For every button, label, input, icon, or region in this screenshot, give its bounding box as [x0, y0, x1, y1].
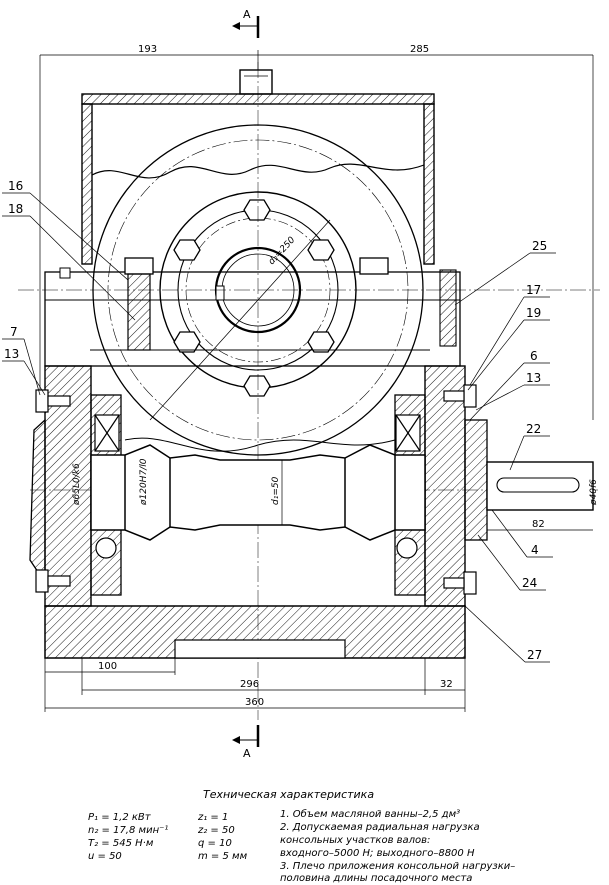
- tech-note-3: консольных участков валов:: [280, 835, 431, 846]
- dim-65: ø65L0/k6: [72, 463, 82, 506]
- worm-shaft: [90, 444, 426, 541]
- pos-7: 7: [10, 325, 18, 339]
- tech-z2: z₂ = 50: [198, 825, 235, 836]
- dim-bottom: [44, 658, 466, 712]
- end-cap-left: [29, 418, 46, 576]
- tech-u: u = 50: [88, 851, 122, 862]
- cover-right-wall: [423, 103, 435, 265]
- tech-note-4: входного–5000 Н; выходного–8800 Н: [280, 848, 475, 859]
- pos-19: 19: [526, 306, 541, 320]
- tech-note-1: 1. Объем масляной ванны–2,5 дм³: [280, 809, 461, 820]
- bearings: [94, 414, 421, 559]
- dim-82: 82: [532, 519, 545, 530]
- tech-title: Техническая характеристика: [203, 788, 375, 801]
- dim-120: ø120H7/l0: [139, 458, 149, 506]
- dim-296: 296: [240, 679, 259, 690]
- dim-285: 285: [410, 44, 429, 55]
- pos-13-left: 13: [4, 347, 19, 361]
- break-line-top: [91, 163, 425, 179]
- dim-d1: d₁=50: [271, 476, 281, 505]
- pos-24: 24: [522, 576, 537, 590]
- section-mark-bottom: A: [232, 725, 260, 760]
- svg-text:A: A: [243, 747, 251, 760]
- hub-bolts: [173, 199, 335, 397]
- pos-18: 18: [8, 202, 23, 216]
- pos-4: 4: [531, 543, 539, 557]
- pos-13-right: 13: [526, 371, 541, 385]
- dim-top: [39, 50, 594, 420]
- shaft-end: [486, 461, 594, 511]
- svg-text:A: A: [243, 8, 251, 21]
- dim-193: 193: [138, 44, 157, 55]
- housing-right-wall: [424, 365, 466, 607]
- body-flange: [44, 271, 461, 367]
- cover-left-wall: [81, 103, 93, 265]
- shaft-keyway: [496, 477, 580, 493]
- dim-40: ø40f6: [589, 479, 599, 506]
- tech-note-5: 3. Плечо приложения консольной нагрузки–: [280, 861, 516, 872]
- pos-16: 16: [8, 179, 23, 193]
- leaders: [2, 192, 556, 663]
- tech-m: m = 5 мм: [198, 851, 248, 862]
- tech-note-2: 2. Допускаемая радиальная нагрузка: [280, 822, 480, 833]
- pin: [439, 269, 457, 347]
- section-mark-top: A: [232, 8, 260, 38]
- tech-t2: T₂ = 545 Н·м: [88, 838, 154, 849]
- tech-q: q = 10: [198, 838, 232, 849]
- pos-27: 27: [527, 648, 542, 662]
- split-bolt-head: [124, 257, 154, 275]
- tech-p1: P₁ = 1,2 кВт: [88, 812, 151, 823]
- end-cap-right: [464, 419, 488, 541]
- dim-360: 360: [245, 697, 264, 708]
- pos-25: 25: [532, 239, 547, 253]
- dim-32: 32: [440, 679, 453, 690]
- split-bolt: [127, 273, 151, 351]
- tech-z1: z₁ = 1: [198, 812, 229, 823]
- pos-22: 22: [526, 422, 541, 436]
- dim-100: 100: [98, 661, 117, 672]
- pos-17: 17: [526, 283, 541, 297]
- tech-n2: n₂ = 17,8 мин⁻¹: [88, 825, 169, 836]
- breather: [239, 69, 273, 95]
- pos-6: 6: [530, 349, 538, 363]
- side-bolts: [35, 384, 477, 595]
- tech-note-6: половина длины посадочного места: [280, 873, 473, 884]
